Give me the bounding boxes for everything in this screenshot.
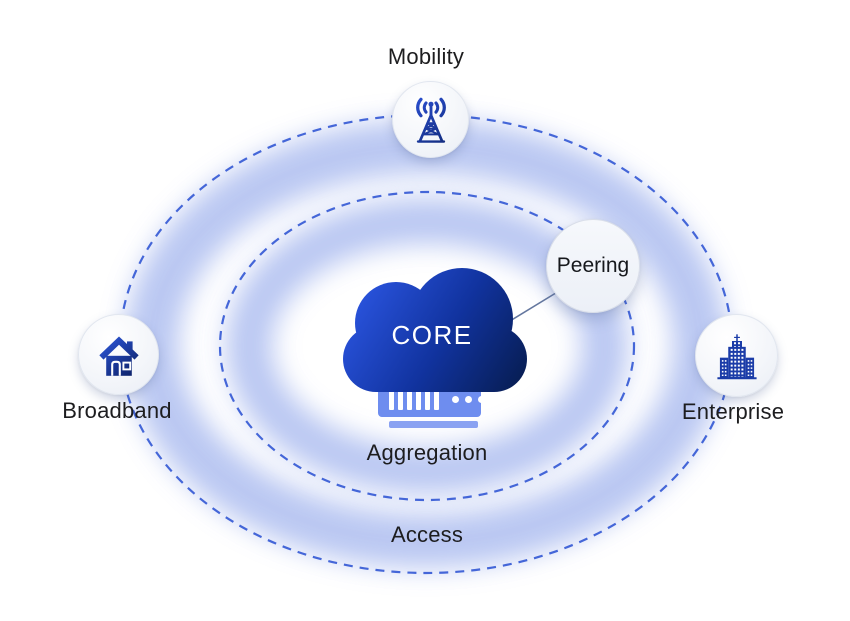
- core-peering-connector-line: [504, 287, 565, 325]
- switch-led-dots: [451, 396, 485, 403]
- node-broadband: [78, 314, 159, 395]
- mobility-label: Mobility: [387, 44, 465, 69]
- house-icon: [98, 335, 139, 376]
- aggregation-ring-dashed-outline: [218, 190, 636, 502]
- core-label: CORE: [391, 320, 473, 350]
- enterprise-label: Enterprise: [681, 399, 785, 424]
- broadband-label: Broadband: [62, 398, 172, 423]
- cloud-icon: [343, 268, 527, 392]
- aggregation-ring-glow: [226, 198, 628, 494]
- node-enterprise: [695, 314, 778, 397]
- switch-base-bar: [389, 421, 478, 428]
- aggregation-ring-label: Aggregation: [366, 440, 488, 465]
- office-building-icon: [716, 333, 757, 379]
- access-ring-label: Access: [390, 522, 464, 547]
- node-mobility: [392, 81, 469, 158]
- node-peering: Peering: [546, 219, 640, 313]
- cell-tower-icon: [415, 97, 446, 143]
- peering-label: Peering: [556, 254, 630, 277]
- switch-port-bars: [389, 389, 439, 410]
